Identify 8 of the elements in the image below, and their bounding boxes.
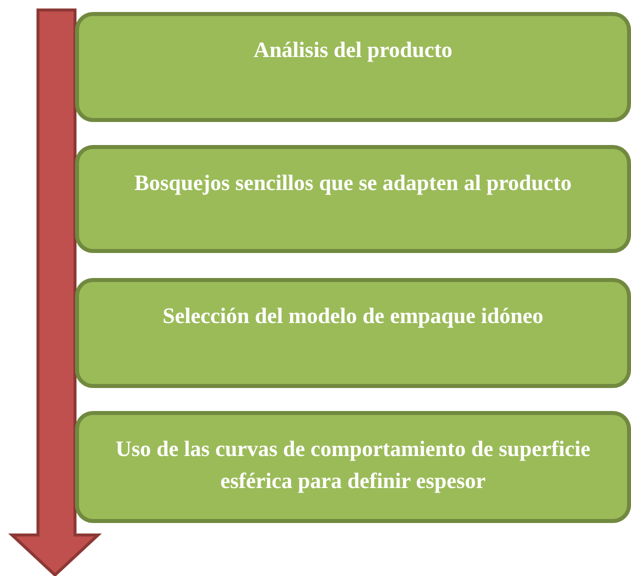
process-step-box xyxy=(75,411,631,523)
step-text: Uso de las curvas de comportamiento de superficie esférica para definir espesor xyxy=(116,436,590,493)
process-step-box xyxy=(75,278,631,388)
step-text: Selección del modelo de empaque idóneo xyxy=(162,303,544,328)
step-text: Bosquejos sencillos que se adapten al producto xyxy=(134,170,572,195)
process-step-box xyxy=(75,145,631,253)
step-text: Análisis del producto xyxy=(254,37,452,62)
process-step-box xyxy=(75,12,631,122)
